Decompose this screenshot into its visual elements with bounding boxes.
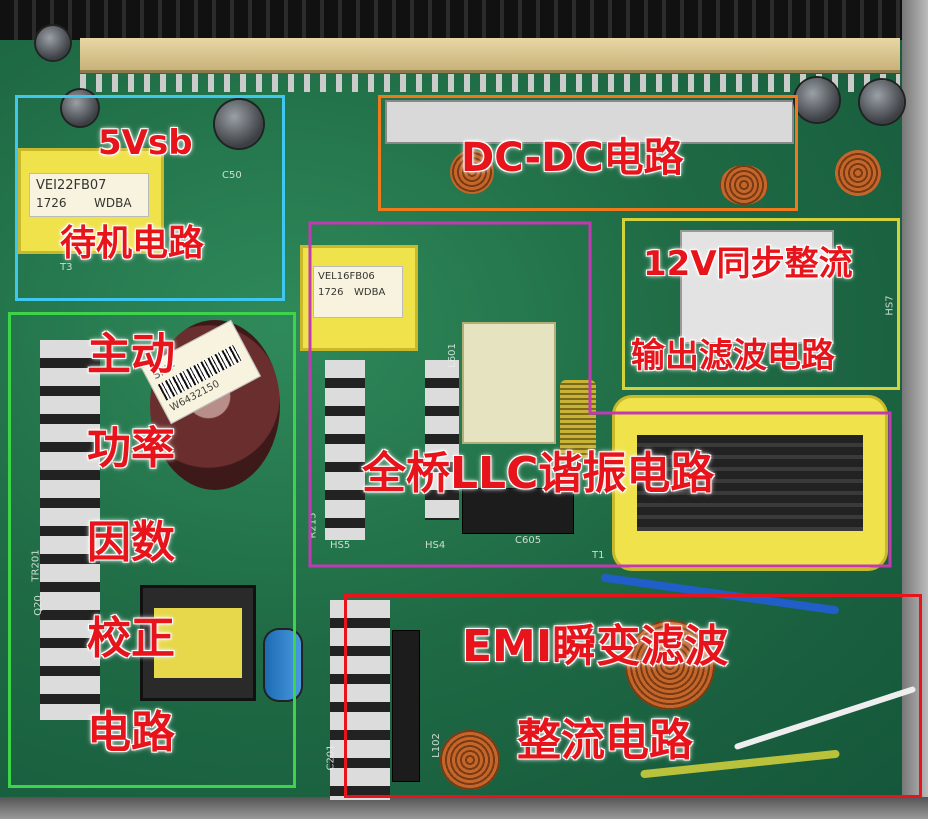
capacitor (795, 78, 839, 122)
transformer-code: WDBA (94, 196, 132, 210)
emi-choke (440, 730, 500, 790)
transformer-label: VEL16FB06 1726 WDBA (313, 266, 403, 318)
dcdc-circuit-zone: DC-DC电路 (378, 95, 798, 211)
llc-title: 全桥LLC谐振电路 (362, 448, 715, 499)
capacitor (215, 100, 263, 148)
screw (36, 26, 70, 60)
bridge-heatsink (330, 600, 390, 800)
emi-title: EMI瞬变滤波 (462, 621, 729, 672)
silk-hs4: HS4 (425, 540, 446, 551)
silk-t3: T3 (60, 262, 73, 273)
standby-circuit-zone: 5Vsb 待机电路 (15, 95, 285, 301)
silk-hs5: HS5 (330, 540, 351, 551)
case-frame-bottom (0, 797, 928, 819)
standby-title: 5Vsb (98, 123, 193, 163)
silk-t1: T1 (592, 550, 605, 561)
common-mode-choke (625, 620, 715, 710)
pfc-line-1: 主动 (87, 329, 175, 380)
inductor (720, 165, 768, 205)
transformer-model: VEI22FB07 (36, 178, 107, 193)
pfc-line-2: 功率 (87, 423, 175, 474)
sync-rect-heatsink (680, 230, 834, 344)
inductor (450, 150, 494, 194)
standby-subtitle: 待机电路 (60, 223, 205, 264)
silk-c50: C50 (222, 170, 242, 181)
transformer-main-code: WDBA (354, 287, 386, 298)
transformer-main-model: VEL16FB06 (318, 271, 375, 282)
emi-circuit-zone: EMI瞬变滤波 整流电路 (344, 594, 922, 798)
llc-zone-border (308, 221, 892, 568)
case-frame-right (902, 0, 928, 819)
emi-subtitle: 整流电路 (517, 715, 693, 766)
silk-c605: C605 (515, 535, 542, 546)
inductor (835, 150, 881, 196)
pfc-line-4: 校正 (87, 613, 175, 664)
transformer-date: 1726 (36, 196, 67, 210)
dcdc-daughterboard (385, 100, 794, 144)
llc-heatsink (325, 360, 365, 540)
pfc-heatsink (40, 340, 100, 720)
transformer-label: VEI22FB07 1726 WDBA (29, 173, 149, 217)
sync-rect-title: 12V同步整流 (643, 244, 853, 284)
pfc-circuit-zone: 主动 功率 因数 校正 电路 (8, 312, 296, 788)
resonant-inductor (462, 322, 556, 444)
pfc-line-5: 电路 (87, 707, 175, 758)
output-transformer (612, 395, 888, 571)
ic-chip (462, 488, 574, 534)
sync-rect-zone: 12V同步整流 输出滤波电路 (622, 218, 900, 390)
output-connector-header (80, 38, 900, 92)
standby-transformer: VEI22FB07 1726 WDBA (18, 148, 164, 254)
pfc-inductor (140, 585, 256, 701)
top-heatsink (0, 0, 928, 40)
dcdc-title: DC-DC电路 (461, 135, 684, 181)
bridge-rectifier (392, 630, 420, 782)
transformer-main-date: 1726 (318, 287, 344, 298)
llc-heatsink (425, 360, 459, 520)
main-transformer: VEL16FB06 1726 WDBA (300, 245, 418, 351)
capacitor (860, 80, 904, 124)
pfc-line-3: 因数 (87, 517, 175, 568)
sync-rect-subtitle: 输出滤波电路 (631, 336, 835, 376)
